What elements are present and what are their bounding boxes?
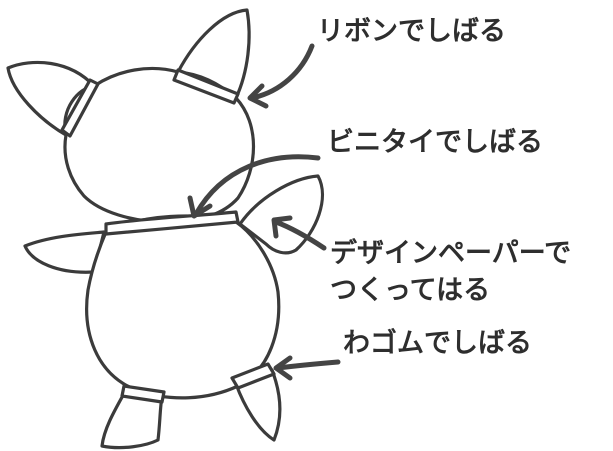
label-design-paper-line1: デザインペーパーで [330,237,571,269]
left-leg [100,388,164,450]
label-ribbon: リボンでしばる [317,16,506,47]
label-vinyl-tie: ビニタイでしばる [327,127,543,158]
arrow-ribbon [247,43,315,109]
label-design-paper-line2: つくってはる [330,275,490,306]
label-rubber-band: わゴムでしばる [343,327,532,359]
left-leg-band [120,384,166,404]
left-arm [23,230,106,274]
arrow-vinyl-tie [187,154,321,219]
bear-head [63,66,255,224]
right-ear-ribbon [172,68,240,105]
neck-tie-band [104,210,240,236]
arrow-rubber-band [273,355,341,381]
arrow-design-paper [271,215,327,251]
left-ear-ribbon [60,78,100,138]
right-leg [234,368,282,442]
right-leg-band [230,362,276,390]
